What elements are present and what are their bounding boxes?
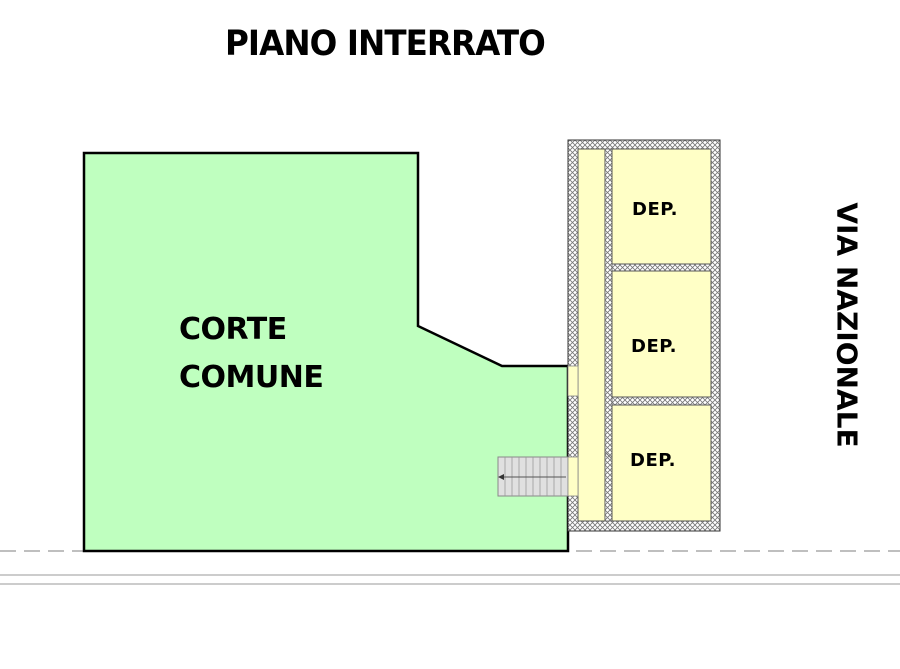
page-title: PIANO INTERRATO (225, 24, 546, 64)
staircase (497, 456, 579, 497)
door-marks (604, 199, 613, 460)
deposit-room-3 (611, 404, 712, 522)
common-courtyard (82, 151, 570, 553)
entrance-opening (567, 365, 579, 397)
corridor (577, 148, 606, 522)
corridor-wall (604, 148, 613, 522)
courtyard-label-line1: CORTE (179, 312, 287, 347)
deposit-room-2 (611, 270, 712, 398)
deposit-label-3: DEP. (630, 450, 676, 471)
deposit-label-2: DEP. (631, 336, 677, 357)
street-label: VIA NAZIONALE (830, 202, 864, 448)
deposit-label-1: DEP. (632, 199, 678, 220)
courtyard-label-line2: COMUNE (179, 360, 324, 395)
street-lines (0, 550, 900, 585)
courtyard-label: CORTE COMUNE (179, 306, 324, 402)
